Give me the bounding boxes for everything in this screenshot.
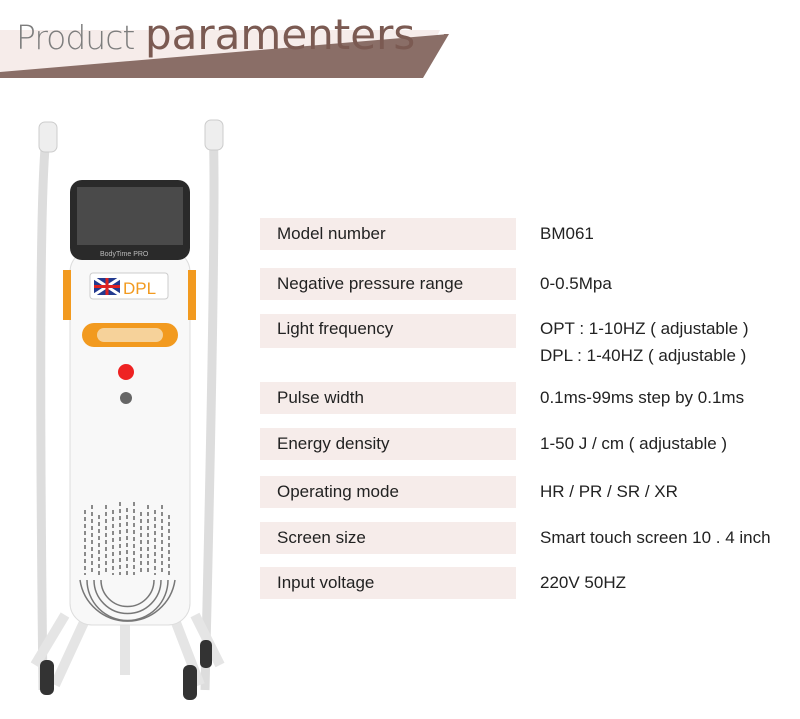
title-product: Product: [16, 18, 135, 57]
spec-value-screen: Smart touch screen 10 . 4 inch: [540, 528, 771, 547]
dpl-badge-text: DPL: [123, 279, 156, 298]
spec-label-energy: Energy density: [260, 428, 516, 460]
spec-value-model: BM061: [540, 224, 594, 243]
banner-shape: [0, 30, 449, 78]
spec-value-pulse: 0.1ms-99ms step by 0.1ms: [540, 388, 745, 407]
spec-value-mode: HR / PR / SR / XR: [540, 482, 678, 501]
title-parameters: paramenters: [145, 10, 416, 59]
brand-label: BodyTime PRO: [100, 251, 149, 258]
spec-value-pressure: 0-0.5Mpa: [540, 274, 612, 293]
spec-label-model: Model number: [260, 218, 516, 250]
spec-label-pressure: Negative pressure range: [260, 268, 516, 300]
spec-value-voltage: 220V 50HZ: [540, 573, 626, 592]
spec-label-screen: Screen size: [260, 522, 516, 554]
spec-value-frequency-opt: OPT : 1-10HZ ( adjustable ): [540, 319, 749, 338]
spec-label-voltage: Input voltage: [260, 567, 516, 599]
spec-label-frequency: Light frequency: [260, 314, 516, 348]
spec-value-frequency-dpl: DPL : 1-40HZ ( adjustable ): [540, 346, 747, 365]
spec-value-energy: 1-50 J / cm ( adjustable ): [540, 434, 728, 453]
spec-label-mode: Operating mode: [260, 476, 516, 508]
machine-image: BodyTime PRO DPL: [30, 119, 225, 700]
spec-label-pulse: Pulse width: [260, 382, 516, 414]
header-banner: Product paramenters: [0, 0, 800, 90]
